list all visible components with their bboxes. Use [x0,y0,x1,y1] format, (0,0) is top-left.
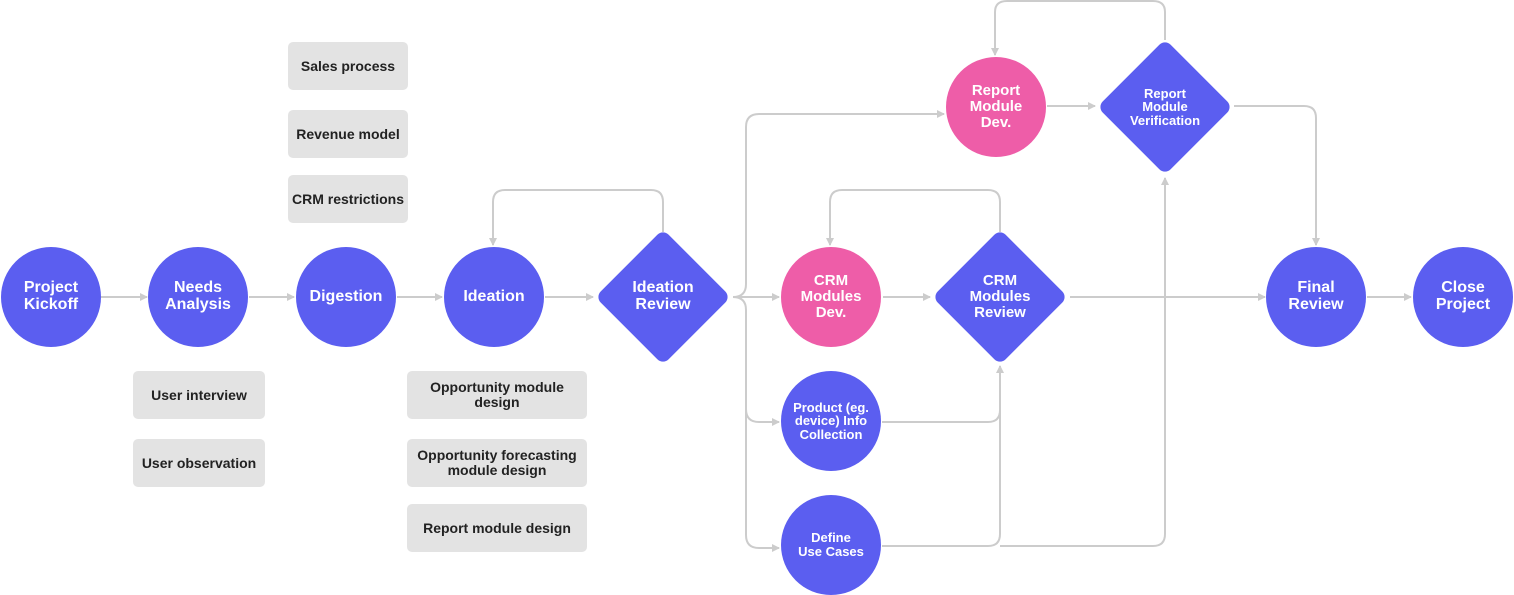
note-report-module-design: Report module design [407,504,587,552]
node-ideation-review-label: Ideation Review [632,279,694,313]
connector-use-cases-to-report-verification [1000,177,1169,547]
note-user-observation: User observation [133,439,265,487]
note-user-interview: User interview [133,371,265,419]
node-needs-analysis-label: Needs Analysis [165,279,231,313]
connector-ideation-review-loop [489,189,664,246]
note-opportunity-forecasting-module-design: Opportunity forecasting module design [407,439,587,487]
node-product-info-collection-label: Product (eg. device) Info Collection [793,399,869,442]
node-ideation[interactable]: Ideation [444,247,544,347]
node-crm-modules-dev[interactable]: CRM Modules Dev. [781,247,881,347]
node-ideation-label: Ideation [463,287,525,305]
node-final-review[interactable]: Final Review [1266,247,1366,347]
connector-crm-review-loop [826,189,1001,246]
node-report-module-dev-label: Report Module Dev. [969,82,1023,131]
note-crm-restrictions: CRM restrictions [288,175,408,223]
node-digestion-label: Digestion [309,287,383,305]
connector-product-info-to-crm-review [882,365,1004,423]
node-project-kickoff[interactable]: Project Kickoff [1,247,101,347]
node-digestion[interactable]: Digestion [296,247,396,347]
connector-use-cases-to-crm-review [882,410,1001,547]
note-opportunity-module-design: Opportunity module design [407,371,587,419]
node-crm-modules-dev-label: CRM Modules Dev. [800,272,862,321]
connector-report-verification-loop [991,0,1166,56]
node-crm-modules-review-label: CRM Modules Review [969,272,1031,321]
node-final-review-label: Final Review [1288,279,1344,313]
connector-report-verification-to-final [1234,105,1320,246]
node-close-project[interactable]: Close Project [1413,247,1513,347]
node-needs-analysis[interactable]: Needs Analysis [148,247,248,347]
node-define-use-cases[interactable]: Define Use Cases [781,495,881,595]
connector-branch-to-use-cases [745,409,780,552]
node-report-module-verification-label: Report Module Verification [1129,85,1201,128]
node-define-use-cases-label: Define Use Cases [798,530,864,559]
note-sales-process: Sales process [288,42,408,90]
node-close-project-label: Close Project [1435,279,1491,313]
note-revenue-model: Revenue model [288,110,408,158]
node-project-kickoff-label: Project Kickoff [23,279,79,313]
connector-branch-to-product-info [732,296,780,426]
node-report-module-dev[interactable]: Report Module Dev. [946,57,1046,157]
node-product-info-collection[interactable]: Product (eg. device) Info Collection [781,371,881,471]
connector-branch-to-report-dev [732,110,945,298]
